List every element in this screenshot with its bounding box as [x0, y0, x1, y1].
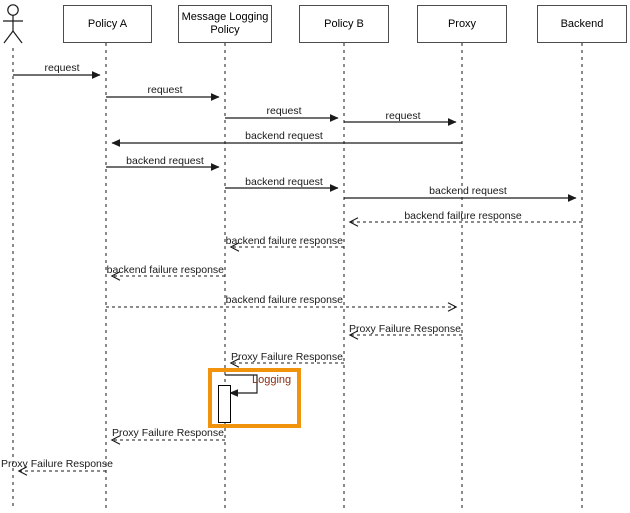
self-call-loop: [225, 374, 258, 397]
message-label-7: backend request: [245, 176, 323, 188]
activation-bar: [218, 385, 231, 423]
participant-box-message-logging-policy[interactable]: Message Logging Policy: [178, 5, 272, 43]
participant-box-proxy[interactable]: Proxy: [417, 5, 507, 43]
participant-box-policy-a[interactable]: Policy A: [63, 5, 152, 43]
participant-label: Policy B: [324, 17, 364, 30]
message-label-12: backend failure response: [225, 294, 343, 306]
message-label-15: Proxy Failure Response: [111, 427, 224, 439]
message-label-5: backend request: [245, 130, 323, 142]
self-call-label: Logging: [252, 374, 292, 386]
message-label-10: backend failure response: [225, 235, 343, 247]
participant-box-policy-b[interactable]: Policy B: [299, 5, 389, 43]
message-label-6: backend request: [126, 155, 204, 167]
message-label-11: backend failure response: [106, 264, 224, 276]
logging-highlight-box[interactable]: [208, 368, 301, 428]
participant-label: Proxy: [447, 17, 477, 30]
participant-label: Policy A: [87, 17, 128, 30]
message-label-3: request: [266, 105, 302, 117]
message-label-8: backend request: [429, 185, 507, 197]
lifelines: [12, 43, 583, 508]
message-label-9: backend failure response: [404, 210, 522, 222]
participant-label: Backend: [560, 17, 604, 30]
message-label-14: Proxy Failure Response: [230, 351, 343, 363]
message-label-1: request: [44, 62, 80, 74]
participant-label: Message Logging Policy: [181, 11, 269, 36]
message-label-13: Proxy Failure Response: [348, 323, 461, 335]
message-label-2: request: [147, 84, 183, 96]
actor-icon: [3, 4, 23, 44]
participant-box-backend[interactable]: Backend: [537, 5, 627, 43]
message-label-16: Proxy Failure Response: [0, 458, 113, 470]
dashed-messages: [17, 217, 582, 476]
message-label-4: request: [385, 110, 421, 122]
solid-messages: [13, 71, 577, 202]
